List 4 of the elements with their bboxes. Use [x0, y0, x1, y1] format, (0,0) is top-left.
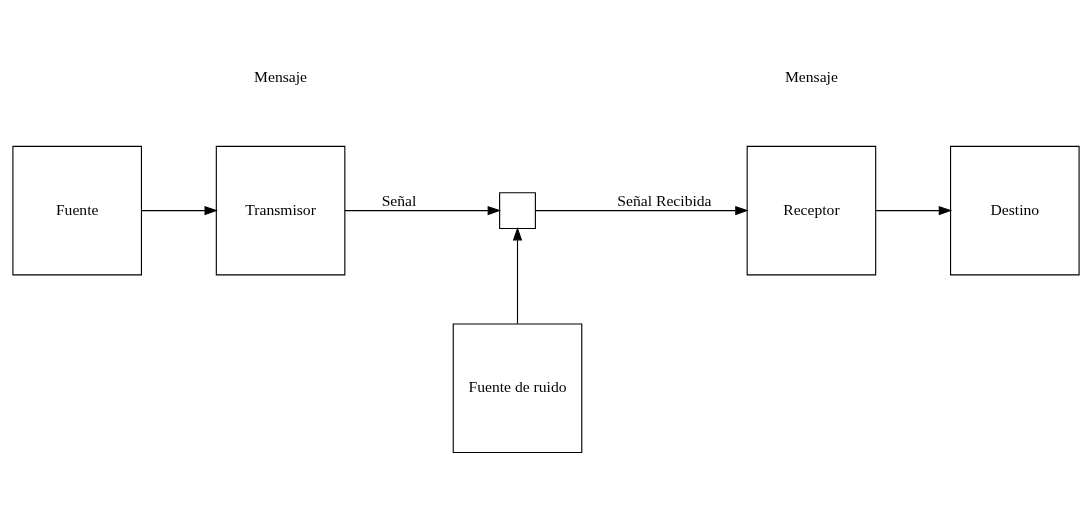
edge-label: Señal	[381, 192, 417, 210]
edge-label: Señal Recibida	[617, 192, 712, 210]
label: Mensaje	[254, 67, 308, 85]
label: Mensaje	[784, 67, 838, 85]
